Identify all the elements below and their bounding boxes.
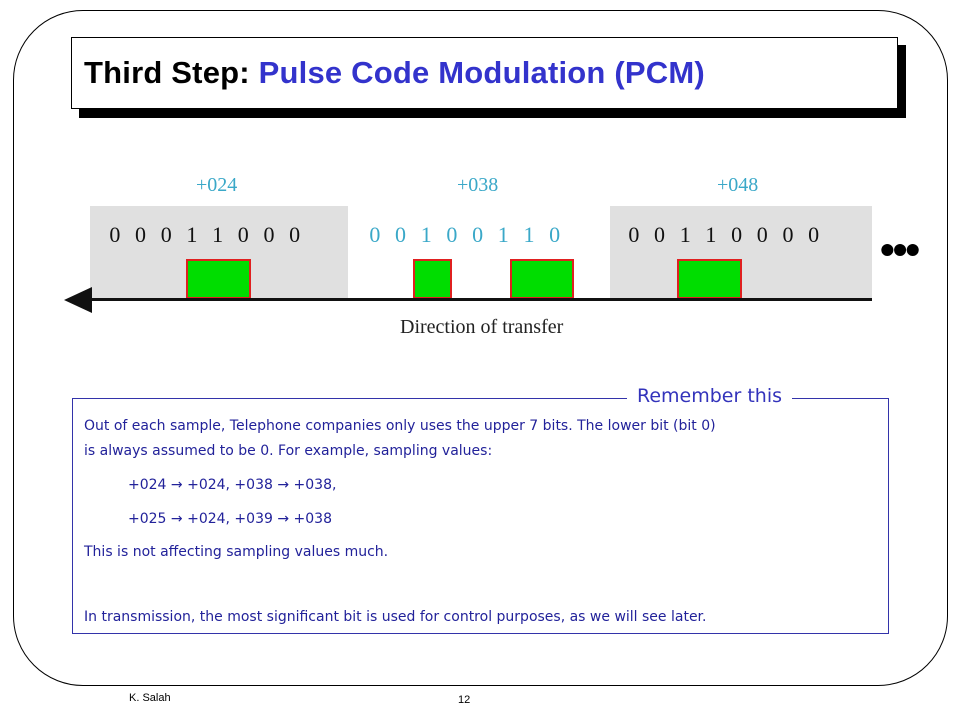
bit: 0 <box>808 222 820 247</box>
bit: 0 <box>654 222 666 247</box>
bit: 0 <box>395 222 407 247</box>
sample-bits-2: 0 0 1 0 0 1 1 0 <box>362 222 568 248</box>
bit: 0 <box>549 222 561 247</box>
footer-author: K. Salah <box>129 692 171 704</box>
sample-label-3: +048 <box>717 174 759 196</box>
bit: 0 <box>472 222 484 247</box>
bit: 1 <box>497 222 509 247</box>
page-number: 12 <box>458 694 471 706</box>
bit: 0 <box>289 222 301 247</box>
bit: 0 <box>628 222 640 247</box>
bit: 0 <box>263 222 275 247</box>
title-part-1: Third Step: <box>84 55 250 90</box>
remember-line-2: is always assumed to be 0. For example, … <box>84 443 493 459</box>
pulse-box <box>510 259 574 299</box>
bit: 1 <box>679 222 691 247</box>
bit: 1 <box>420 222 432 247</box>
bit: 0 <box>135 222 147 247</box>
bit: 0 <box>237 222 249 247</box>
sample-label-2: +038 <box>457 174 499 196</box>
bit: 1 <box>186 222 198 247</box>
remember-line-1: Out of each sample, Telephone companies … <box>84 418 716 434</box>
remember-line-3: This is not affecting sampling values mu… <box>84 544 389 560</box>
bit: 1 <box>705 222 717 247</box>
pulse-box <box>413 259 452 299</box>
pulse-box <box>186 259 251 299</box>
bit: 0 <box>109 222 121 247</box>
bit: 0 <box>731 222 743 247</box>
sample-bits-3: 0 0 1 1 0 0 0 0 <box>621 222 827 248</box>
title-box: Third Step: Pulse Code Modulation (PCM) <box>71 37 898 109</box>
bit: 0 <box>160 222 172 247</box>
bit: 1 <box>212 222 224 247</box>
example-line-2: +025 → +024, +039 → +038 <box>128 511 332 527</box>
sample-label-1: +024 <box>196 174 238 196</box>
pulse-box <box>677 259 742 299</box>
bit: 0 <box>446 222 458 247</box>
remember-box <box>72 398 889 634</box>
bit: 0 <box>369 222 381 247</box>
bit: 1 <box>523 222 535 247</box>
example-line-1: +024 → +024, +038 → +038, <box>128 477 337 493</box>
slide-title: Third Step: Pulse Code Modulation (PCM) <box>84 55 705 91</box>
arrow-left-icon <box>64 287 92 313</box>
bit: 0 <box>756 222 768 247</box>
slide-frame <box>13 10 948 686</box>
remember-title: Remember this <box>627 385 793 407</box>
direction-label: Direction of transfer <box>400 316 564 338</box>
bit: 0 <box>782 222 794 247</box>
remember-line-4: In transmission, the most significant bi… <box>84 609 707 625</box>
title-part-2: Pulse Code Modulation (PCM) <box>258 55 705 90</box>
transfer-axis <box>90 298 872 301</box>
ellipsis-icon: ••• <box>880 226 920 273</box>
sample-bits-1: 0 0 0 1 1 0 0 0 <box>102 222 308 248</box>
